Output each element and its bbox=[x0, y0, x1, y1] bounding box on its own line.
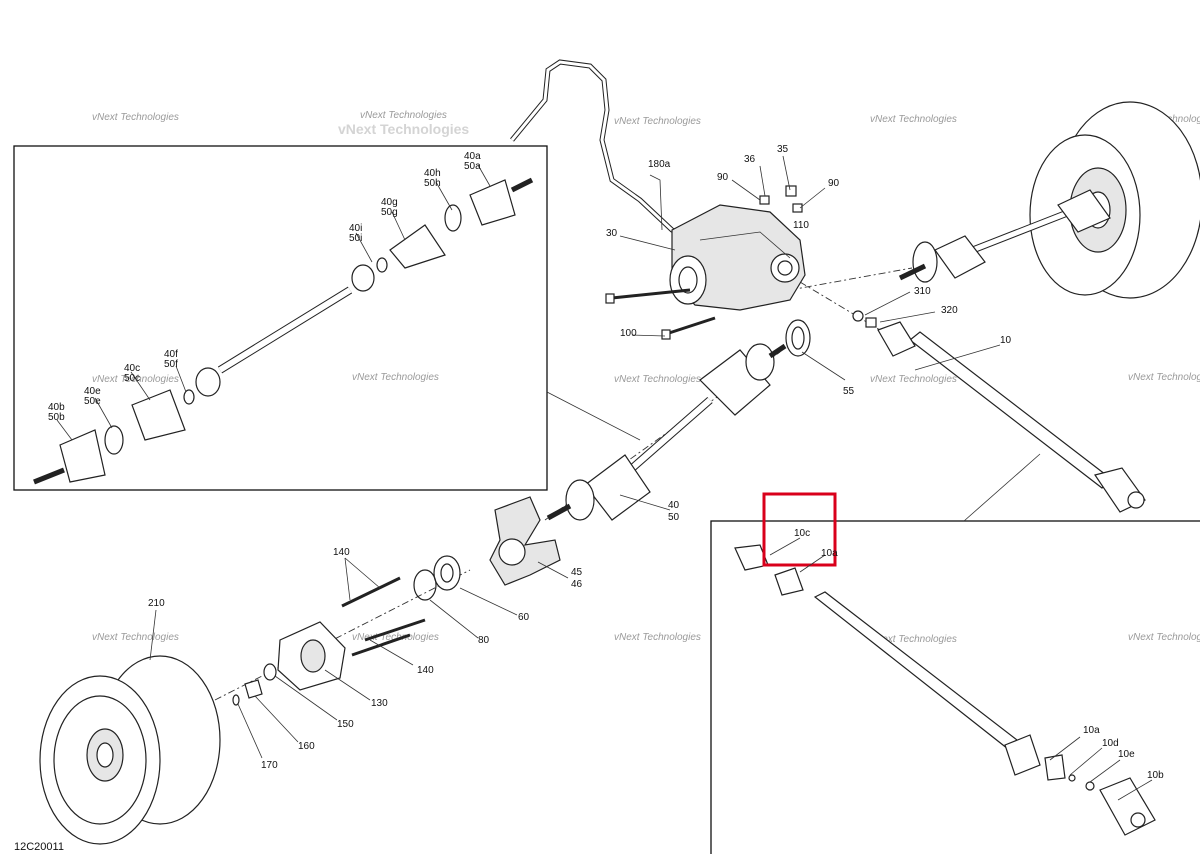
driveshaft-detail-artwork bbox=[734, 544, 1156, 836]
callout-160: 160 bbox=[298, 741, 315, 752]
watermark: vNext Technologies bbox=[870, 634, 957, 645]
highlight-box bbox=[762, 492, 837, 567]
callout-50h: 50h bbox=[424, 178, 441, 189]
callout-50a: 50a bbox=[464, 161, 481, 172]
callout-110: 110 bbox=[793, 220, 809, 231]
callout-80: 80 bbox=[478, 635, 490, 646]
watermark: vNext Technologies bbox=[92, 374, 179, 385]
callout-150: 150 bbox=[337, 719, 354, 730]
rear-wheel bbox=[1029, 101, 1200, 299]
callout-40c: 40c bbox=[124, 363, 140, 374]
inset-pointer-line bbox=[546, 391, 641, 441]
axle-detail-inset-frame bbox=[13, 145, 548, 491]
hub-nut bbox=[244, 679, 263, 699]
watermark: vNext Technologies bbox=[614, 116, 701, 127]
steering-knuckle bbox=[489, 496, 561, 586]
callout-40b: 40b bbox=[48, 402, 65, 413]
callout-50i: 50i bbox=[349, 233, 362, 244]
callout-170: 170 bbox=[261, 760, 278, 771]
callout-10b: 10b bbox=[1147, 770, 1164, 781]
watermark: vNext Technologies bbox=[870, 114, 957, 125]
watermark-shadow: vNext Technologies bbox=[338, 121, 469, 137]
callout-140: 140 bbox=[333, 547, 350, 558]
watermark: vNext Technologies bbox=[870, 374, 957, 385]
vent-hose bbox=[510, 59, 684, 238]
watermark: vNext Technologies bbox=[614, 632, 701, 643]
watermark: vNext Technologies bbox=[352, 632, 439, 643]
callout-140: 140 bbox=[417, 665, 434, 676]
callout-50f: 50f bbox=[164, 359, 178, 370]
callout-40i: 40i bbox=[349, 223, 362, 234]
callout-10a: 10a bbox=[821, 548, 838, 559]
callout-50: 50 bbox=[668, 512, 680, 523]
callout-10: 10 bbox=[1000, 335, 1012, 346]
callout-50b: 50b bbox=[48, 412, 65, 423]
callout-310: 310 bbox=[914, 286, 931, 297]
callout-50c: 50c bbox=[124, 373, 140, 384]
callout-100: 100 bbox=[620, 328, 637, 339]
yoke-seal-nut bbox=[852, 310, 877, 328]
callout-50e: 50e bbox=[84, 396, 101, 407]
callout-320: 320 bbox=[941, 305, 958, 316]
callout-35: 35 bbox=[777, 144, 789, 155]
watermark: vNext Technologies bbox=[92, 112, 179, 123]
callout-60: 60 bbox=[518, 612, 530, 623]
callout-labels: 180a 35 36 90 90 110 30 100 310 320 10 5… bbox=[48, 144, 1164, 781]
callout-40e: 40e bbox=[84, 386, 101, 397]
upper-drive-axle bbox=[898, 189, 1111, 283]
wheel-hub bbox=[277, 621, 346, 691]
callout-10d: 10d bbox=[1102, 738, 1119, 749]
callout-40h: 40h bbox=[424, 168, 441, 179]
diagram-reference-code: 12C20011 bbox=[14, 841, 64, 853]
watermark: vNext Technologies bbox=[92, 632, 179, 643]
callout-210: 210 bbox=[148, 598, 165, 609]
callout-40f: 40f bbox=[164, 349, 178, 360]
callout-50g: 50g bbox=[381, 207, 398, 218]
drain-fill-plugs bbox=[759, 185, 803, 213]
callout-30: 30 bbox=[606, 228, 618, 239]
wheel-studs bbox=[341, 576, 426, 657]
callout-180a: 180a bbox=[648, 159, 671, 170]
retaining-ring bbox=[413, 569, 437, 601]
oil-seal bbox=[785, 319, 811, 357]
watermark: vNext Technologies bbox=[1128, 632, 1200, 643]
front-wheel bbox=[39, 655, 221, 845]
wheel-bearing bbox=[433, 555, 461, 591]
callout-46: 46 bbox=[571, 579, 583, 590]
callout-45: 45 bbox=[571, 567, 583, 578]
washer bbox=[263, 663, 277, 681]
inset-pointer-line bbox=[963, 453, 1041, 522]
callout-40a: 40a bbox=[464, 151, 481, 162]
callout-10c: 10c bbox=[794, 528, 810, 539]
callout-90: 90 bbox=[828, 178, 840, 189]
callout-10e: 10e bbox=[1118, 749, 1135, 760]
watermark: vNext Technologies bbox=[1128, 372, 1200, 383]
leader-lines bbox=[56, 155, 1153, 801]
callout-90: 90 bbox=[717, 172, 729, 183]
callout-40g: 40g bbox=[381, 197, 398, 208]
watermark: vNext Technologies bbox=[614, 374, 701, 385]
cotter-pin bbox=[232, 694, 240, 706]
watermark: vNext Technologies bbox=[352, 372, 439, 383]
axle-detail-artwork bbox=[33, 177, 534, 485]
housing-bolts bbox=[605, 288, 716, 340]
watermark: vNext Technologies bbox=[360, 110, 447, 121]
propeller-shaft bbox=[877, 321, 1146, 513]
differential-housing bbox=[669, 204, 806, 311]
callout-40: 40 bbox=[668, 500, 680, 511]
callout-10a: 10a bbox=[1083, 725, 1100, 736]
callout-36: 36 bbox=[744, 154, 756, 165]
main-drive-axle bbox=[546, 343, 787, 521]
callout-130: 130 bbox=[371, 698, 388, 709]
callout-55: 55 bbox=[843, 386, 855, 397]
driveshaft-detail-inset-frame bbox=[710, 520, 1200, 854]
